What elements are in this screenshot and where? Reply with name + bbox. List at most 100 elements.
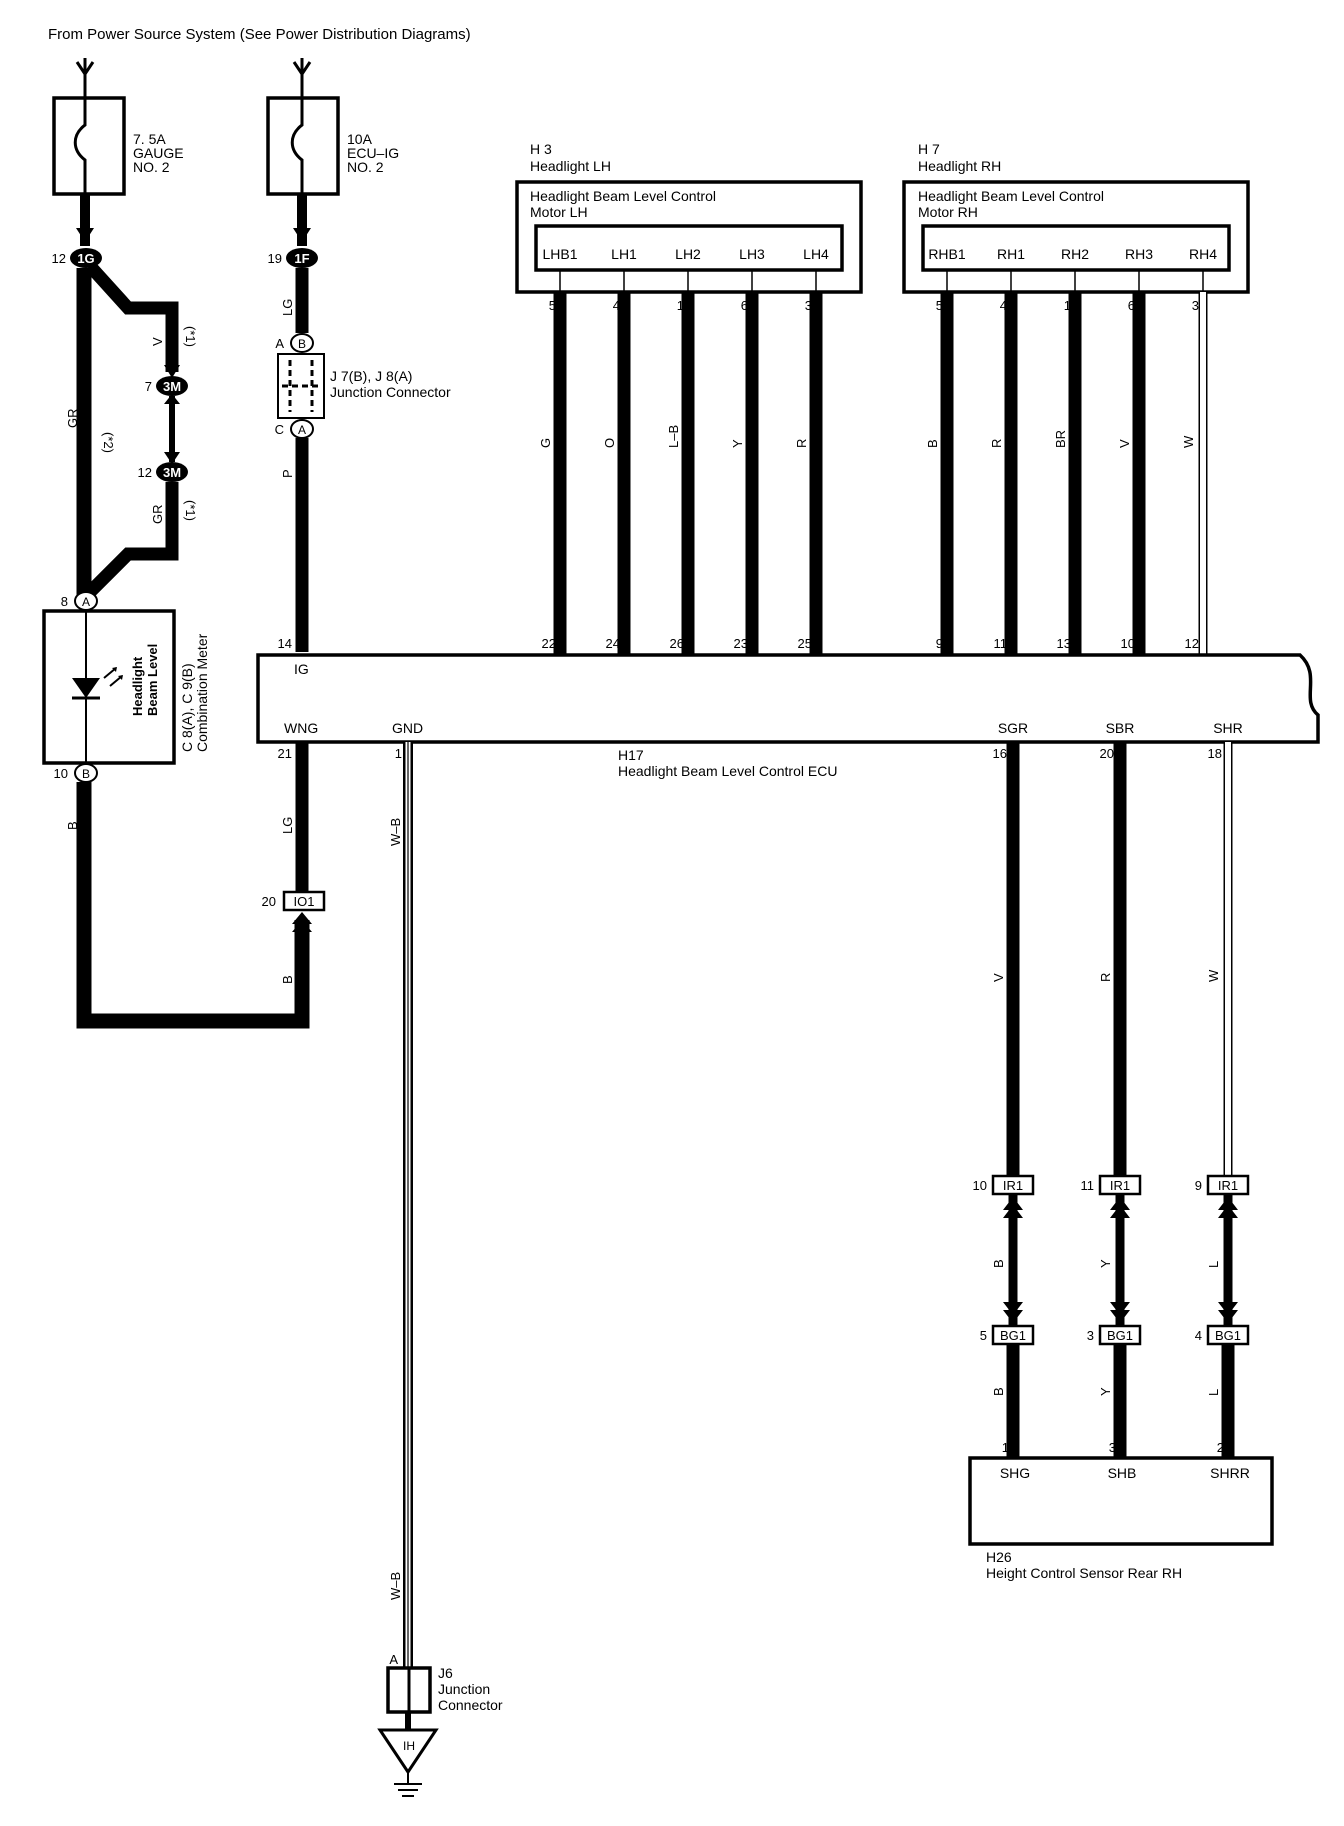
pin-19-label: 19 bbox=[268, 251, 282, 266]
conn-1f-label: 1F bbox=[294, 251, 309, 266]
motor-rh-code: H 7 bbox=[918, 141, 940, 157]
sensor-mid-color-3: L bbox=[1206, 1261, 1221, 1268]
meter-name: Combination Meter bbox=[194, 633, 210, 752]
bg1-pin-2: 3 bbox=[1087, 1328, 1094, 1343]
pin-8-label: 8 bbox=[61, 594, 68, 609]
sensor-name: Height Control Sensor Rear RH bbox=[986, 1565, 1182, 1581]
fuse-gauge-no: NO. 2 bbox=[133, 159, 170, 175]
wire-gr-label: GR bbox=[150, 505, 165, 525]
ecu-sbr-term: SBR bbox=[1106, 720, 1135, 736]
note-2: (*2) bbox=[101, 432, 116, 453]
ecu-shr-term: SHR bbox=[1213, 720, 1243, 736]
ecu-h17: IG WNG GND SGR SBR SHR H17 Headlight Bea… bbox=[256, 653, 1320, 779]
motor-lh-color-5: R bbox=[794, 439, 809, 448]
pin-12-label: 12 bbox=[52, 251, 66, 266]
ecu-rh-pin-1: 9 bbox=[936, 636, 943, 651]
ecu-lh-pin-4: 23 bbox=[734, 636, 748, 651]
ig-circuit: 1F 19 LG B A J 7(B), J 8(A) Junction Con… bbox=[262, 248, 451, 984]
sensor-code: H26 bbox=[986, 1549, 1012, 1565]
motor-lh-term-4: LH3 bbox=[739, 246, 765, 262]
conn-a-label: A bbox=[82, 595, 90, 609]
motor-rh-term-4: RH3 bbox=[1125, 246, 1153, 262]
conn-io1-label: IO1 bbox=[294, 894, 315, 909]
motor-rh-color-1: B bbox=[925, 439, 940, 448]
ir1-arrow-3 bbox=[1218, 1197, 1238, 1218]
bg1-arrow-2 bbox=[1110, 1302, 1130, 1323]
motor-lh-color-2: O bbox=[602, 438, 617, 448]
motor-rh-pin-1: 5 bbox=[936, 298, 943, 313]
ir1-pin-3: 9 bbox=[1195, 1178, 1202, 1193]
motor-rh-color-3: BR bbox=[1053, 430, 1068, 448]
wire-b-label: B bbox=[65, 821, 80, 830]
wire-p-label: P bbox=[280, 469, 295, 478]
motor-lh-term-5: LH4 bbox=[803, 246, 829, 262]
motor-rh-sub-1: Headlight Beam Level Control bbox=[918, 188, 1104, 204]
fuse-gauge-rating: 7. 5A bbox=[133, 131, 166, 147]
wire-v-label: V bbox=[150, 337, 165, 346]
ground-pin-a: A bbox=[389, 1652, 398, 1667]
sensor-low-color-2: Y bbox=[1098, 1387, 1113, 1396]
wire-lg2-label: LG bbox=[280, 817, 295, 834]
sensor-upper-color-1: V bbox=[991, 973, 1006, 982]
fuse-ecu-ig: 10A ECU–IG NO. 2 bbox=[266, 58, 399, 246]
ecu-sensor-pin-3: 18 bbox=[1208, 746, 1222, 761]
motor-rh: H 7 Headlight RH Headlight Beam Level Co… bbox=[902, 141, 1250, 294]
sensor-wires: 16VIR110BBG15B120RIR111YBG13Y318WIR19LBG… bbox=[973, 742, 1250, 1458]
sensor-upper-color-3: W bbox=[1206, 969, 1221, 982]
note-1b: (*1) bbox=[183, 500, 198, 521]
conn-3m-b-label: 3M bbox=[163, 465, 181, 480]
ecu-lh-pin-5: 25 bbox=[798, 636, 812, 651]
jc-a-label: A bbox=[275, 336, 284, 351]
motor-lh-term-3: LH2 bbox=[675, 246, 701, 262]
motor-rh-pin-5: 3 bbox=[1192, 298, 1199, 313]
motor-rh-pin-3: 1 bbox=[1064, 298, 1071, 313]
bg1-arrow-1 bbox=[1003, 1302, 1023, 1323]
sensor-upper-color-2: R bbox=[1098, 973, 1113, 982]
ecu-lh-pin-3: 26 bbox=[670, 636, 684, 651]
ecu-gnd-pin: 1 bbox=[395, 746, 402, 761]
conn-b-label: B bbox=[82, 767, 90, 781]
bg1-label-1: BG1 bbox=[1000, 1328, 1026, 1343]
motor-rh-color-5: W bbox=[1181, 435, 1196, 448]
gauge-circuit: 1G 12 GR (*2) V (*1) 3M 7 3M 12 GR (*1) … bbox=[42, 248, 310, 1029]
bg1-label-2: BG1 bbox=[1107, 1328, 1133, 1343]
motor-lh-pin-1: 5 bbox=[549, 298, 556, 313]
sensor-mid-color-1: B bbox=[991, 1259, 1006, 1268]
fuse-ecu-rating: 10A bbox=[347, 131, 373, 147]
ecu-name: Headlight Beam Level Control ECU bbox=[618, 763, 837, 779]
conn-1g-label: 1G bbox=[77, 251, 94, 266]
sensor-pin-3: 2 bbox=[1217, 1440, 1224, 1455]
indicator-label-1: Headlight bbox=[130, 656, 145, 716]
motor-lh-term-2: LH1 bbox=[611, 246, 637, 262]
wire-gr-main: GR bbox=[65, 409, 80, 429]
pin-10-label: 10 bbox=[54, 766, 68, 781]
sensor-pin-1: 1 bbox=[1002, 1440, 1009, 1455]
ground-name-1: Junction bbox=[438, 1681, 490, 1697]
ground-ih-label: IH bbox=[403, 1739, 415, 1753]
motor-rh-color-2: R bbox=[989, 439, 1004, 448]
motor-lh-sub-2: Motor LH bbox=[530, 204, 588, 220]
fuse-gauge: 7. 5A GAUGE NO. 2 bbox=[52, 58, 184, 246]
ecu-rh-pin-2: 11 bbox=[994, 636, 1008, 651]
pin-20-label: 20 bbox=[262, 894, 276, 909]
jc-b-label: B bbox=[298, 337, 306, 351]
sensor-mid-color-2: Y bbox=[1098, 1259, 1113, 1268]
motor-rh-pin-2: 4 bbox=[1000, 298, 1007, 313]
motor-lh-pin-3: 1 bbox=[677, 298, 684, 313]
motor-lh-name: Headlight LH bbox=[530, 158, 611, 174]
wire-wb2-label: W–B bbox=[388, 1572, 403, 1600]
fuse-gauge-name: GAUGE bbox=[133, 145, 184, 161]
ecu-lh-pin-2: 24 bbox=[606, 636, 620, 651]
ground-circuit: 1 W–B W–B A J6 Junction Connector IH bbox=[377, 742, 503, 1797]
ir1-label-2: IR1 bbox=[1110, 1178, 1130, 1193]
wire-b2-label: B bbox=[280, 975, 295, 984]
ecu-rh-pin-5: 12 bbox=[1185, 636, 1199, 651]
ir1-label-1: IR1 bbox=[1003, 1178, 1023, 1193]
ir1-pin-1: 10 bbox=[973, 1178, 987, 1193]
indicator-label-2: Beam Level bbox=[145, 644, 160, 716]
motor-lh-pin-4: 6 bbox=[741, 298, 748, 313]
jc-code: J 7(B), J 8(A) bbox=[330, 368, 412, 384]
jc-name: Junction Connector bbox=[330, 384, 451, 400]
motor-lh-sub-1: Headlight Beam Level Control bbox=[530, 188, 716, 204]
